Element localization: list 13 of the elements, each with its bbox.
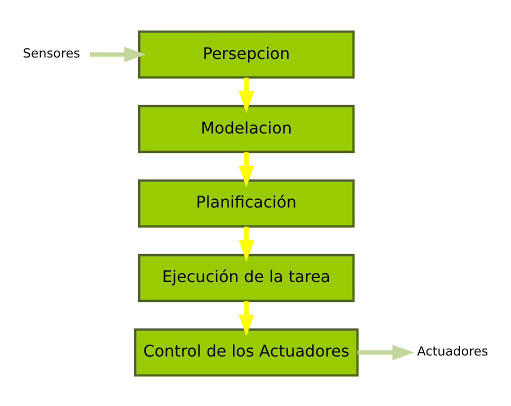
arrow bbox=[358, 344, 414, 360]
node-text: Sensores bbox=[22, 45, 80, 60]
node-text: Actuadores bbox=[417, 343, 488, 358]
arrow bbox=[238, 226, 254, 262]
arrow bbox=[238, 152, 254, 187]
node-box: Planificación bbox=[138, 178, 355, 228]
node-box: Modelacion bbox=[138, 104, 355, 153]
arrow bbox=[90, 46, 146, 62]
arrow bbox=[238, 77, 254, 112]
node-box: Control de los Actuadores bbox=[134, 328, 359, 376]
node-box: Ejecución de la tarea bbox=[138, 253, 355, 302]
node-box: Persepcion bbox=[138, 30, 355, 78]
arrow bbox=[238, 300, 254, 336]
